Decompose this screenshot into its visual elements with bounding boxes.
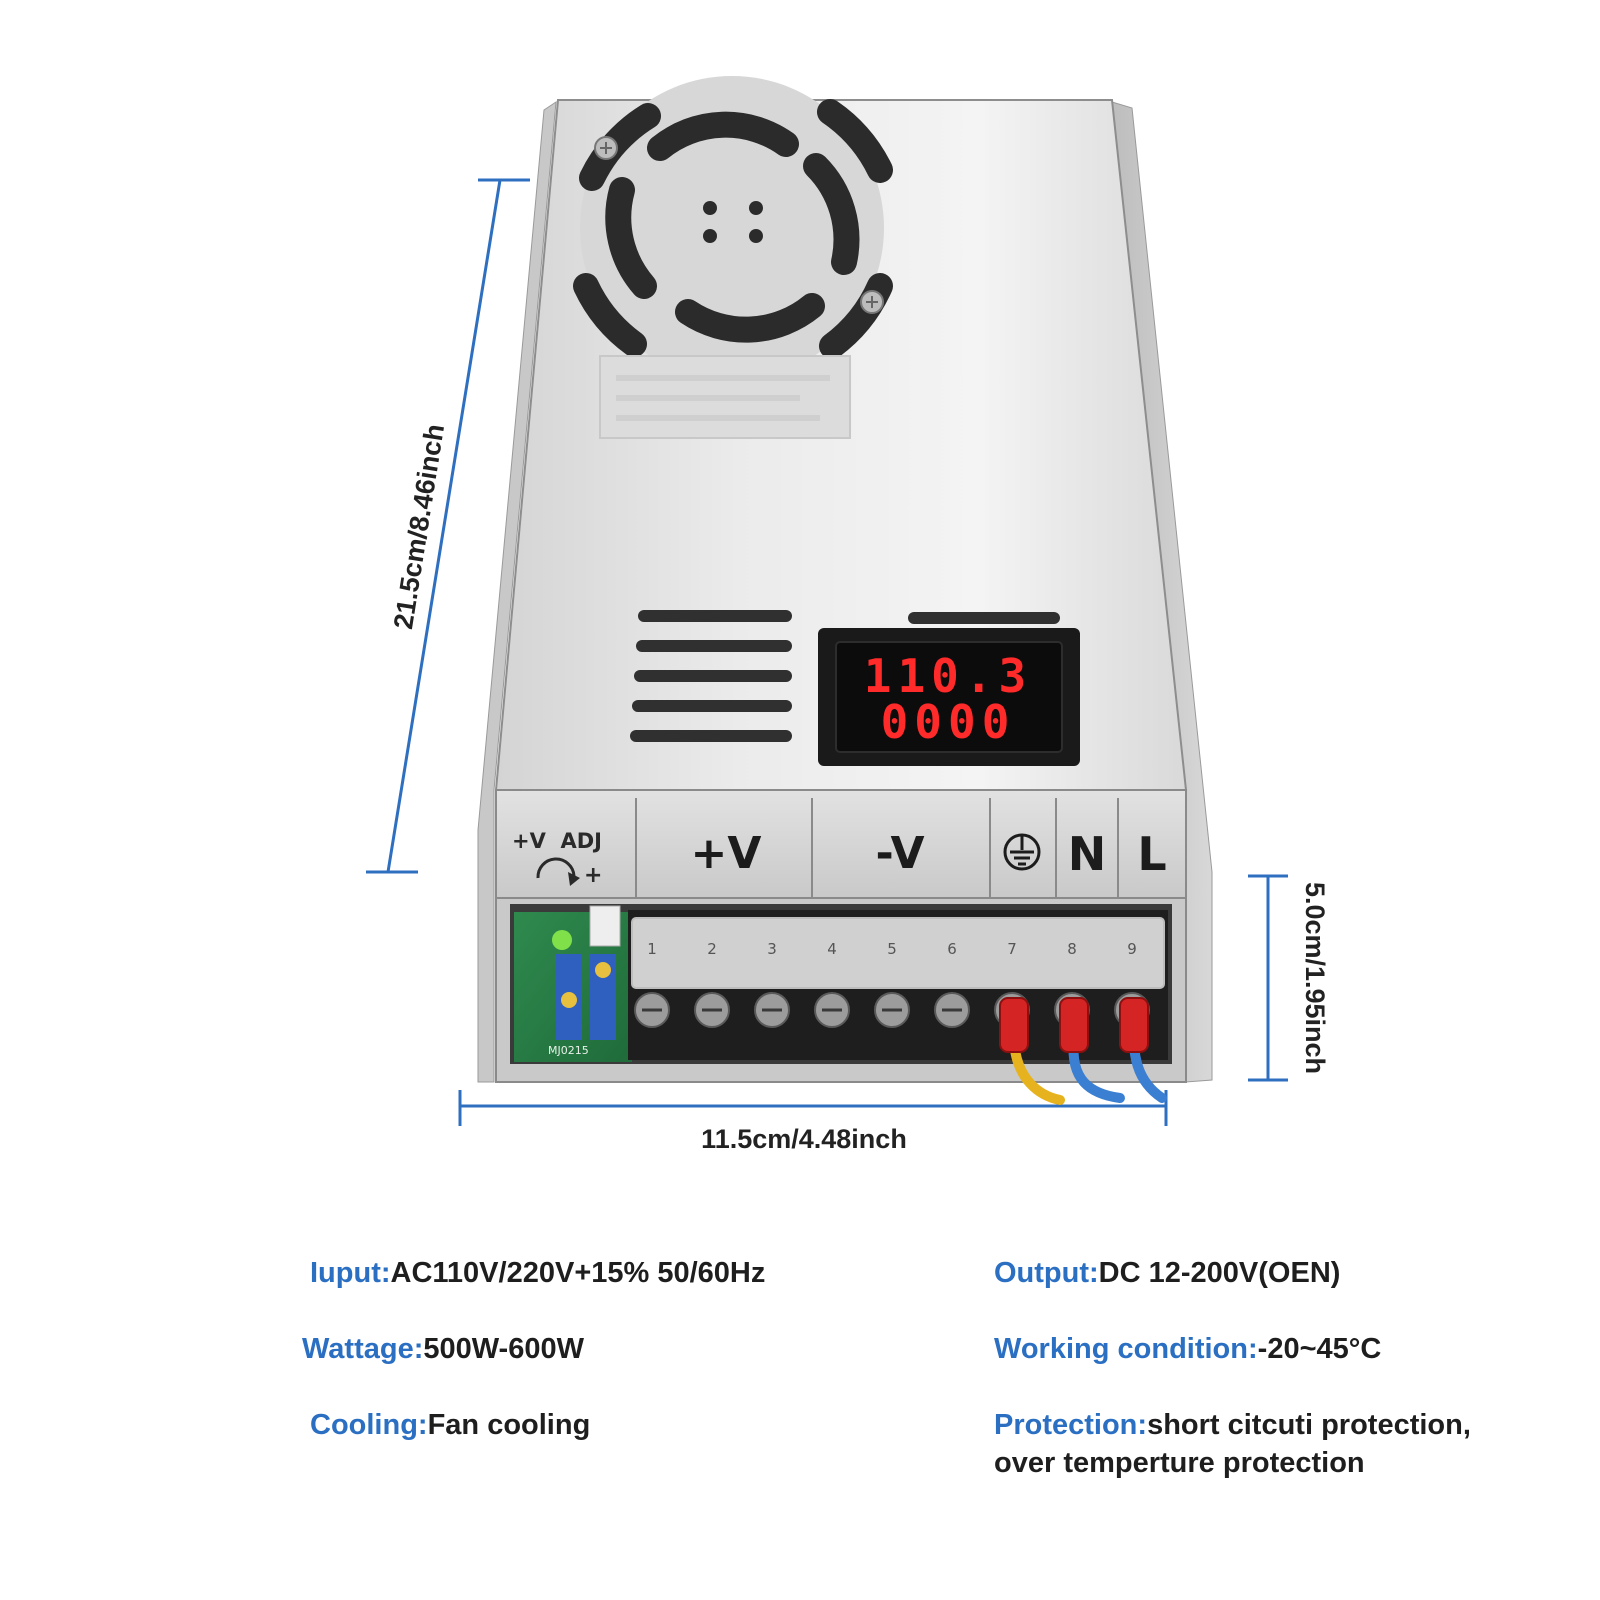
terminal-label-plus-v: +V xyxy=(691,828,762,879)
fan-slots-outer xyxy=(605,111,860,343)
terminal-label-minus-v: -V xyxy=(875,828,924,879)
terminal-screw-icon xyxy=(874,992,910,1028)
power-supply: 110.3 0000 +V ADJ + +V -V N L xyxy=(477,76,1213,1105)
spec-working-condition-value: -20~45°C xyxy=(1257,1333,1382,1365)
spec-wattage: Wattage:500W-600W xyxy=(302,1330,584,1368)
screw-icon xyxy=(860,290,884,314)
spec-protection-value-line1: short citcuti protection, xyxy=(1147,1409,1471,1441)
led-indicator xyxy=(552,930,572,950)
terminal-label-n: N xyxy=(1068,827,1107,881)
spec-input: Iuput:AC110V/220V+15% 50/60Hz xyxy=(310,1254,765,1292)
depth-dimension: 5.0cm/1.95inch xyxy=(1248,874,1330,1082)
spec-input-key: Iuput: xyxy=(310,1257,391,1289)
spec-input-value: AC110V/220V+15% 50/60Hz xyxy=(390,1257,766,1289)
terminal-screw-icon xyxy=(814,992,850,1028)
spec-output-value: DC 12-200V(OEN) xyxy=(1098,1257,1341,1289)
terminal-screw-icon xyxy=(934,992,970,1028)
terminal-number: 3 xyxy=(767,940,777,958)
adjust-board: MJ0215 xyxy=(514,905,632,1062)
spec-protection-value-line2: over temperture protection xyxy=(994,1447,1365,1479)
meter-current-readout: 0000 xyxy=(881,695,1016,749)
meter-voltage-readout: 110.3 xyxy=(864,649,1032,703)
spec-wattage-value: 500W-600W xyxy=(423,1333,584,1365)
spec-cooling: Cooling:Fan cooling xyxy=(310,1406,590,1444)
board-label: MJ0215 xyxy=(548,1044,589,1057)
case-side-left xyxy=(477,101,557,1083)
height-dimension-line xyxy=(386,179,502,873)
terminal-screw-icon xyxy=(754,992,790,1028)
width-dimension: 11.5cm/4.48inch xyxy=(458,1090,1168,1154)
terminal-number: 2 xyxy=(707,940,717,958)
terminal-screw-icon xyxy=(634,992,670,1028)
ground-icon xyxy=(1003,833,1041,871)
adjust-arrow-icon xyxy=(536,857,580,886)
screw-icon xyxy=(594,136,618,160)
terminal-number: 1 xyxy=(647,940,657,958)
depth-dimension-label: 5.0cm/1.95inch xyxy=(1300,882,1330,1074)
adj-plus-label: + xyxy=(584,863,602,888)
terminal-number: 5 xyxy=(887,940,897,958)
spec-wattage-key: Wattage: xyxy=(302,1333,424,1365)
terminal-numbers: 1 2 3 4 5 6 7 8 9 xyxy=(647,940,1137,958)
spec-output: Output:DC 12-200V(OEN) xyxy=(994,1254,1340,1292)
terminal-block: 1 2 3 4 5 6 7 8 9 xyxy=(628,910,1168,1060)
digital-meter: 110.3 0000 xyxy=(818,628,1080,766)
height-dimension-label: 21.5cm/8.46inch xyxy=(388,422,450,631)
fan-grille xyxy=(573,76,893,380)
terminal-number: 9 xyxy=(1127,940,1137,958)
spec-working-condition: Working condition:-20~45°C xyxy=(994,1330,1381,1368)
terminal-number: 7 xyxy=(1007,940,1017,958)
width-dimension-label: 11.5cm/4.48inch xyxy=(701,1124,907,1154)
terminal-label-l: L xyxy=(1137,827,1166,881)
red-crimp-terminals xyxy=(999,997,1149,1053)
terminal-cover xyxy=(631,917,1165,989)
spec-cooling-value: Fan cooling xyxy=(427,1409,591,1441)
terminal-number: 6 xyxy=(947,940,957,958)
spec-output-key: Output: xyxy=(994,1257,1099,1289)
spec-working-condition-key: Working condition: xyxy=(994,1333,1258,1365)
adj-label: +V ADJ xyxy=(512,829,602,853)
terminal-number: 8 xyxy=(1067,940,1077,958)
spec-cooling-key: Cooling: xyxy=(310,1409,428,1441)
terminal-screw-icon xyxy=(694,992,730,1028)
spec-protection: Protection:short citcuti protection, ove… xyxy=(994,1406,1471,1482)
vent-slots xyxy=(630,610,792,742)
spec-protection-key: Protection: xyxy=(994,1409,1148,1441)
terminal-number: 4 xyxy=(827,940,837,958)
